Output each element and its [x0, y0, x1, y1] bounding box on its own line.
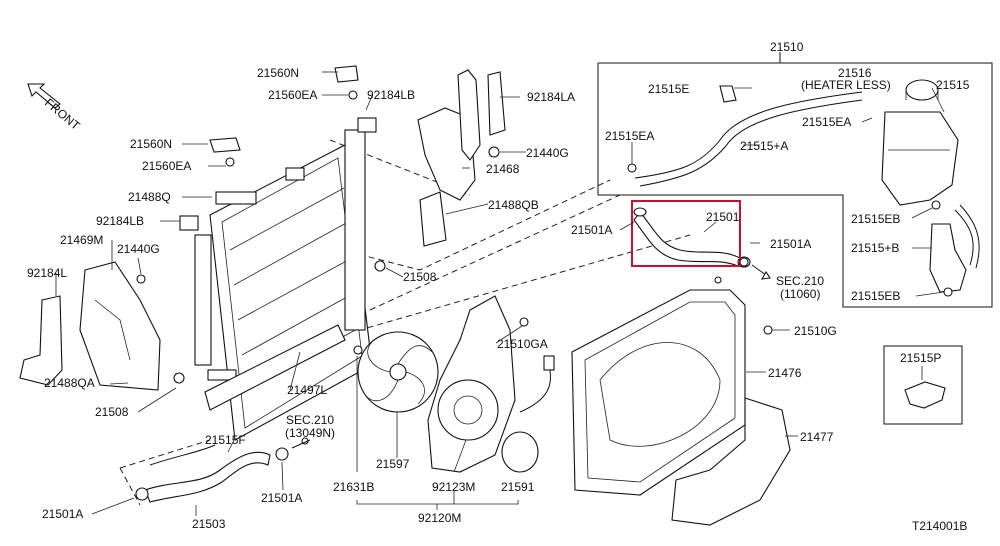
label-21515F: 21515F	[205, 433, 246, 447]
label-21476: 21476	[768, 366, 802, 380]
label-21515EA-right: 21515EA	[802, 115, 851, 129]
label-21515EB-top: 21515EB	[851, 212, 900, 226]
label-heater-less: (HEATER LESS)	[801, 78, 891, 92]
label-21515P: 21515P	[900, 351, 941, 365]
label-sec210-upper-ref: (11060)	[780, 287, 820, 301]
label-21501A-bottom-left: 21501A	[42, 507, 83, 521]
lower-shroud	[671, 397, 791, 526]
label-sec210-lower-ref: (13049N)	[285, 426, 335, 440]
label-21515plusA: 21515+A	[740, 139, 788, 153]
lower-radiator-hose	[135, 437, 309, 503]
fan-shroud	[571, 257, 773, 496]
label-21560N-left: 21560N	[130, 137, 172, 151]
label-21440G-right: 21440G	[526, 146, 569, 160]
reservoir-hose-a	[627, 85, 863, 187]
coolant-reservoir	[881, 79, 959, 206]
left-seal	[19, 295, 63, 386]
label-sec210-lower: SEC.210	[286, 413, 334, 427]
label-92184LA: 92184LA	[527, 90, 575, 104]
leader-lines	[55, 71, 945, 516]
label-21501A-left: 21501A	[571, 223, 612, 237]
part-labels: FRONT 21510 21516 (HEATER LESS) 21515 21…	[27, 40, 970, 533]
label-21515: 21515	[936, 78, 970, 92]
label-21477: 21477	[800, 430, 834, 444]
label-21515E: 21515E	[648, 82, 689, 96]
clip-detail-box	[883, 345, 963, 425]
label-21510: 21510	[770, 40, 804, 54]
label-21469M: 21469M	[60, 233, 103, 247]
upper-air-guides	[417, 69, 506, 247]
label-21468: 21468	[486, 162, 520, 176]
label-92120M: 92120M	[418, 511, 461, 525]
left-air-guide	[79, 261, 161, 391]
label-92123M: 92123M	[432, 480, 475, 494]
label-21560EA-left: 21560EA	[142, 159, 191, 173]
reservoir-group-box	[597, 52, 993, 308]
upper-mount-brackets	[136, 65, 386, 384]
label-21597: 21597	[376, 457, 410, 471]
label-21501A-right: 21501A	[770, 237, 811, 251]
front-label: FRONT	[42, 96, 83, 134]
lower-seal-strip	[204, 324, 346, 411]
label-21508-right: 21508	[403, 270, 437, 284]
cooling-fan	[357, 331, 439, 413]
label-21501: 21501	[706, 210, 740, 224]
label-21516: 21516	[838, 66, 872, 80]
figure-code: T214001B	[912, 519, 967, 533]
label-sec210-upper: SEC.210	[776, 274, 824, 288]
front-arrow-icon	[27, 83, 61, 109]
sec-arrows	[291, 264, 771, 449]
label-21501A-bottom: 21501A	[261, 491, 302, 505]
label-21488QB: 21488QB	[488, 198, 539, 212]
label-21488QA: 21488QA	[44, 376, 95, 390]
label-21488Q: 21488Q	[128, 190, 171, 204]
label-21515EB-bottom: 21515EB	[851, 289, 900, 303]
label-92184LB-top: 92184LB	[367, 88, 415, 102]
label-21560EA-top: 21560EA	[268, 88, 317, 102]
label-21515EA-top: 21515EA	[605, 129, 654, 143]
highlighted-part-box	[631, 200, 741, 267]
label-21497L: 21497L	[287, 383, 327, 397]
label-21508-left: 21508	[95, 405, 129, 419]
label-21631B: 21631B	[333, 480, 374, 494]
label-21515plusB: 21515+B	[851, 241, 899, 255]
label-21440G-left: 21440G	[117, 242, 160, 256]
label-21503: 21503	[192, 517, 226, 531]
reservoir-hose-b	[929, 200, 980, 297]
label-21591: 21591	[501, 480, 535, 494]
label-21510GA: 21510GA	[497, 337, 548, 351]
label-21560N-top: 21560N	[257, 66, 299, 80]
label-92184L: 92184L	[27, 266, 67, 280]
label-92184LB-left: 92184LB	[96, 214, 144, 228]
label-21510G: 21510G	[794, 324, 837, 338]
